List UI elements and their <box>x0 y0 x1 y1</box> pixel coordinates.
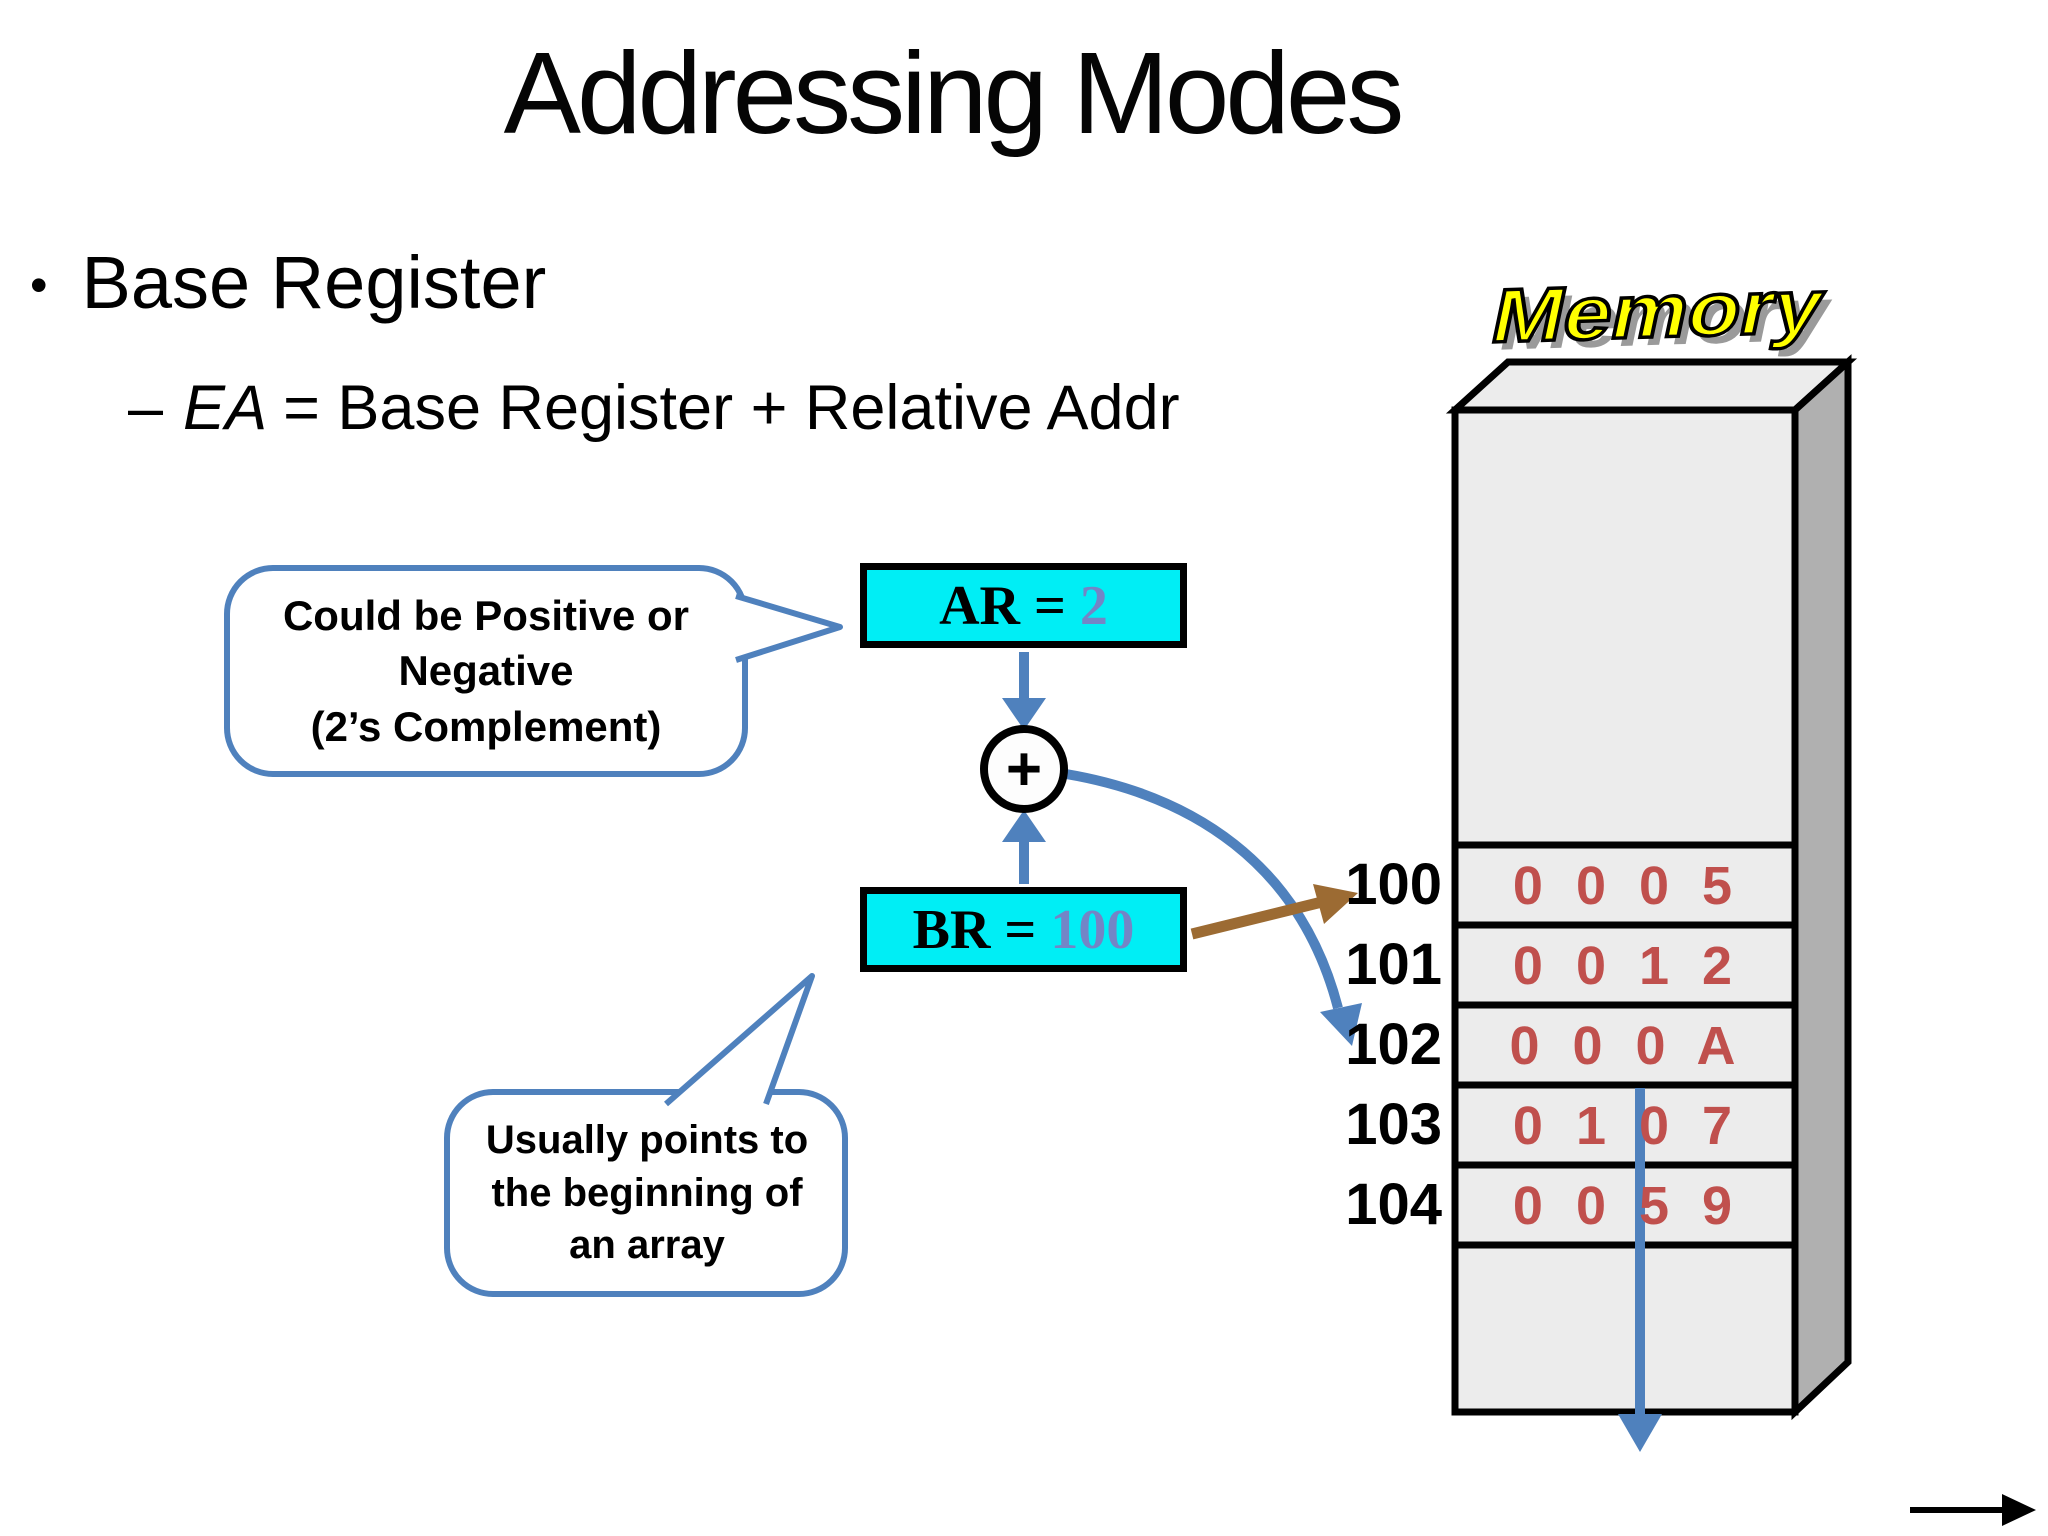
memory-address: 104 <box>1345 1172 1442 1237</box>
memory-wordart-title: Memory <box>1483 262 1833 361</box>
page-title: Addressing Modes <box>503 28 1405 158</box>
adder-plus-symbol: + <box>1005 734 1043 804</box>
memory-address: 103 <box>1345 1092 1442 1157</box>
formula-rest: = Base Register + Relative Addr <box>283 373 1180 443</box>
bullet-base-register: • Base Register <box>30 240 546 325</box>
base-pointer-arrow <box>1190 884 1358 940</box>
br-register-box: BR = 100 <box>860 887 1187 972</box>
ar-register-box: AR = 2 <box>860 563 1187 648</box>
memory-side-face <box>1791 354 1852 1421</box>
formula-ea: EA <box>183 373 268 443</box>
memory-cell-value: 0 1 0 7 <box>1512 1096 1742 1156</box>
callout-line: an array <box>569 1223 725 1268</box>
callout-line: Negative <box>398 647 574 695</box>
array-callout-text: Usually points to the beginning of an ar… <box>452 1096 842 1290</box>
memory-cell-value: 0 0 5 9 <box>1512 1176 1742 1236</box>
adder-circle <box>980 725 1068 813</box>
sub-bullet-dash: – <box>128 373 164 443</box>
memory-address: 101 <box>1345 932 1442 997</box>
memory-box <box>1445 354 1858 1421</box>
effective-address-arrow <box>1065 769 1362 1046</box>
callout-line: Could be Positive or <box>282 591 690 639</box>
callout-line: Usually points to <box>485 1117 809 1162</box>
array-callout-bubble <box>444 973 848 1297</box>
memory-top-face <box>1445 358 1858 414</box>
bullet-marker: • <box>30 257 48 313</box>
ar-value: 2 <box>1079 574 1108 637</box>
positive-negative-callout-text: Could be Positive or Negative (2’s Compl… <box>232 572 740 770</box>
bullet-text: Base Register <box>81 241 547 324</box>
memory-cell-value: 0 0 1 2 <box>1512 936 1742 996</box>
next-slide-arrow[interactable] <box>1910 1494 2036 1526</box>
ar-label: AR = <box>939 574 1066 637</box>
callout-line: (2’s Complement) <box>310 702 662 750</box>
memory-address: 102 <box>1345 1012 1442 1077</box>
br-label: BR = <box>912 898 1037 961</box>
memory-cell-value: 0 0 0 5 <box>1512 856 1742 916</box>
sub-bullet-formula: –EA= Base Register + Relative Addr <box>128 372 1180 444</box>
br-value: 100 <box>1050 898 1135 961</box>
positive-negative-callout-bubble <box>224 565 843 777</box>
ar-to-adder-arrow <box>1002 652 1046 730</box>
memory-cell-value: 0 0 0 A <box>1509 1016 1745 1076</box>
br-to-adder-arrow <box>1002 810 1046 884</box>
memory-address: 100 <box>1345 852 1442 917</box>
callout-line: the beginning of <box>491 1170 803 1215</box>
memory-scan-arrow <box>1618 1088 1662 1452</box>
